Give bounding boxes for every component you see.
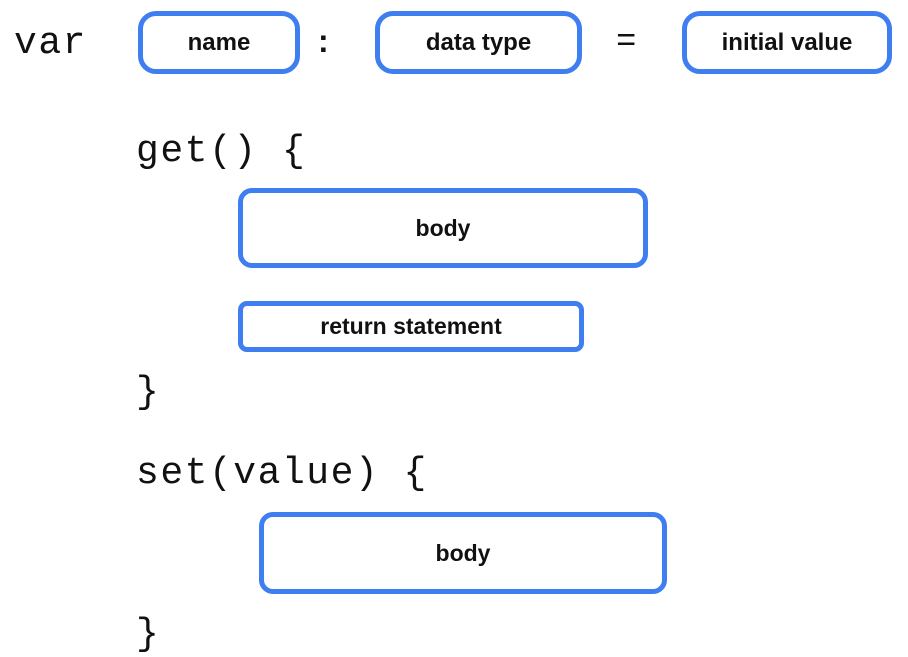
var-keyword: var [14,22,87,65]
getter-body-slot-label: body [415,214,471,241]
setter-footer: } [136,613,161,656]
data-type-slot-label: data type [425,28,532,56]
name-slot[interactable]: name [138,11,300,74]
setter-body-slot-label: body [435,539,491,566]
getter-body-slot[interactable]: body [238,188,648,268]
initial-value-slot[interactable]: initial value [682,11,892,74]
setter-header: set(value) { [136,452,428,495]
setter-body-slot[interactable]: body [259,512,667,594]
return-statement-slot[interactable]: return statement [238,301,584,352]
assignment-operator: = [616,24,637,62]
name-slot-label: name [187,28,251,56]
type-annotation-colon: : [318,23,329,59]
initial-value-slot-label: initial value [721,28,853,56]
getter-footer: } [136,371,161,414]
data-type-slot[interactable]: data type [375,11,582,74]
return-statement-slot-label: return statement [320,313,502,339]
getter-header: get() { [136,130,307,173]
